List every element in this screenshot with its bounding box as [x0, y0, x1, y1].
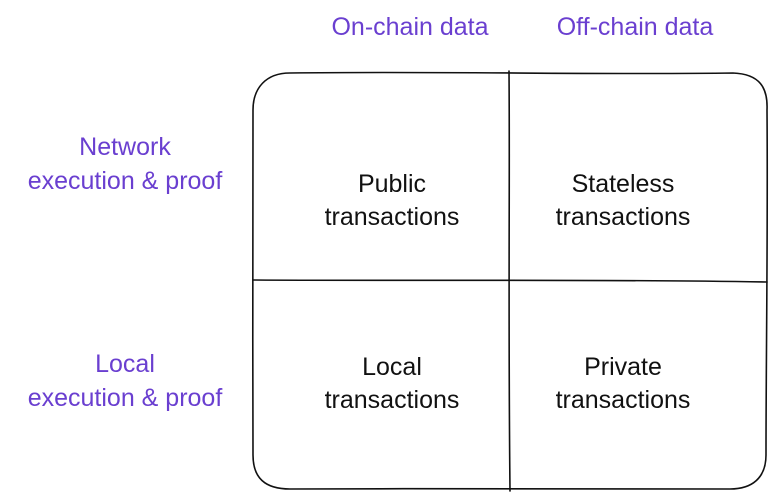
cell-local-line1: Local	[362, 353, 422, 381]
column-header-off-chain: Off-chain data	[556, 13, 714, 41]
cell-public-line1: Public	[357, 170, 427, 198]
column-header-on-chain: On-chain data	[331, 13, 489, 41]
row-header-local: Local execution & proof	[0, 347, 250, 415]
row-header-local-line1: Local	[95, 350, 155, 378]
cell-local-transactions: Local transactions	[272, 351, 512, 417]
grid-horizontal-divider	[252, 279, 768, 283]
cell-public-line2: transactions	[324, 203, 460, 231]
grid-vertical-divider	[508, 70, 511, 492]
cell-private-line1: Private	[584, 353, 662, 381]
row-header-network-line1: Network	[79, 133, 171, 161]
row-header-network-line2: execution & proof	[27, 167, 223, 195]
cell-stateless-transactions: Stateless transactions	[503, 168, 743, 234]
cell-stateless-line1: Stateless	[571, 170, 675, 198]
row-header-network: Network execution & proof	[0, 130, 250, 198]
grid-outer-border	[251, 71, 769, 491]
cell-private-line2: transactions	[555, 386, 691, 414]
cell-stateless-line2: transactions	[555, 203, 691, 231]
row-header-local-line2: execution & proof	[27, 384, 223, 412]
cell-private-transactions: Private transactions	[503, 351, 743, 417]
cell-local-line2: transactions	[324, 386, 460, 414]
cell-public-transactions: Public transactions	[272, 168, 512, 234]
